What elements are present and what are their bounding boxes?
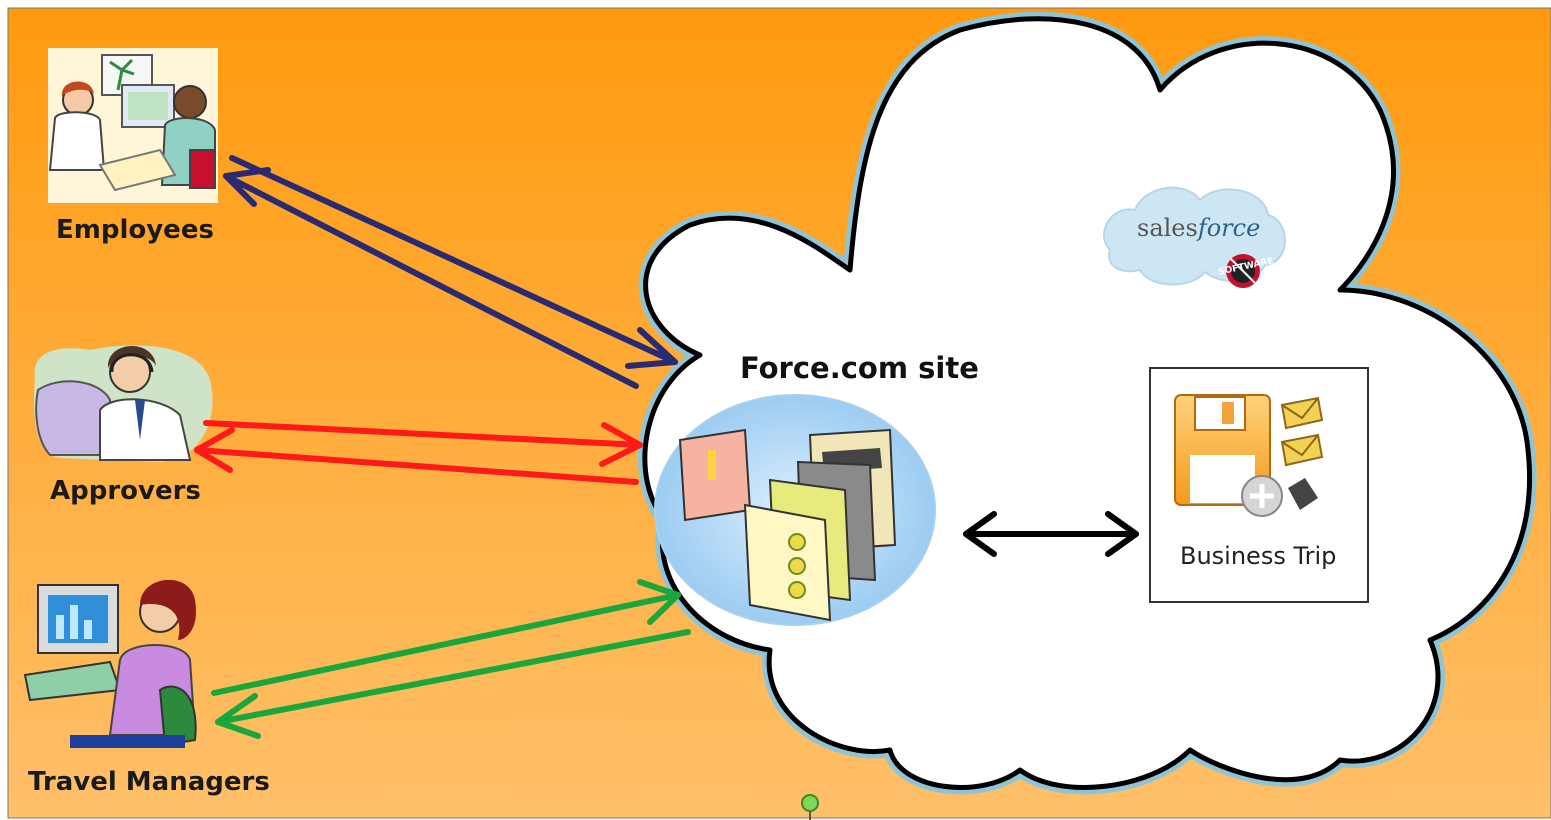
slide-marker-icon bbox=[801, 794, 819, 820]
force-com-site-label: Force.com site bbox=[740, 351, 979, 385]
travel-managers-label: Travel Managers bbox=[28, 767, 270, 797]
headset-agent-icon bbox=[34, 345, 213, 462]
employees-arrows bbox=[223, 155, 678, 389]
envelope-icon bbox=[1280, 396, 1324, 510]
website-pages-icon bbox=[654, 394, 936, 626]
people-at-desk-icon bbox=[48, 48, 218, 203]
site-to-app-arrow bbox=[963, 511, 1139, 557]
approvers-arrows bbox=[194, 420, 643, 485]
travel-managers-arrows bbox=[211, 579, 691, 739]
salesforce-logo-text: salesforce bbox=[1137, 214, 1260, 242]
business-trip-label: Business Trip bbox=[1180, 542, 1337, 570]
business-trip-box bbox=[1149, 367, 1369, 603]
approvers-label: Approvers bbox=[50, 476, 201, 506]
employees-label: Employees bbox=[56, 215, 214, 245]
database-save-icon bbox=[1174, 394, 1283, 517]
logo-prefix: sales bbox=[1137, 214, 1198, 242]
logo-suffix: force bbox=[1197, 214, 1261, 242]
salesforce-cloud-logo bbox=[1103, 186, 1286, 288]
woman-at-computer-icon bbox=[23, 579, 197, 748]
